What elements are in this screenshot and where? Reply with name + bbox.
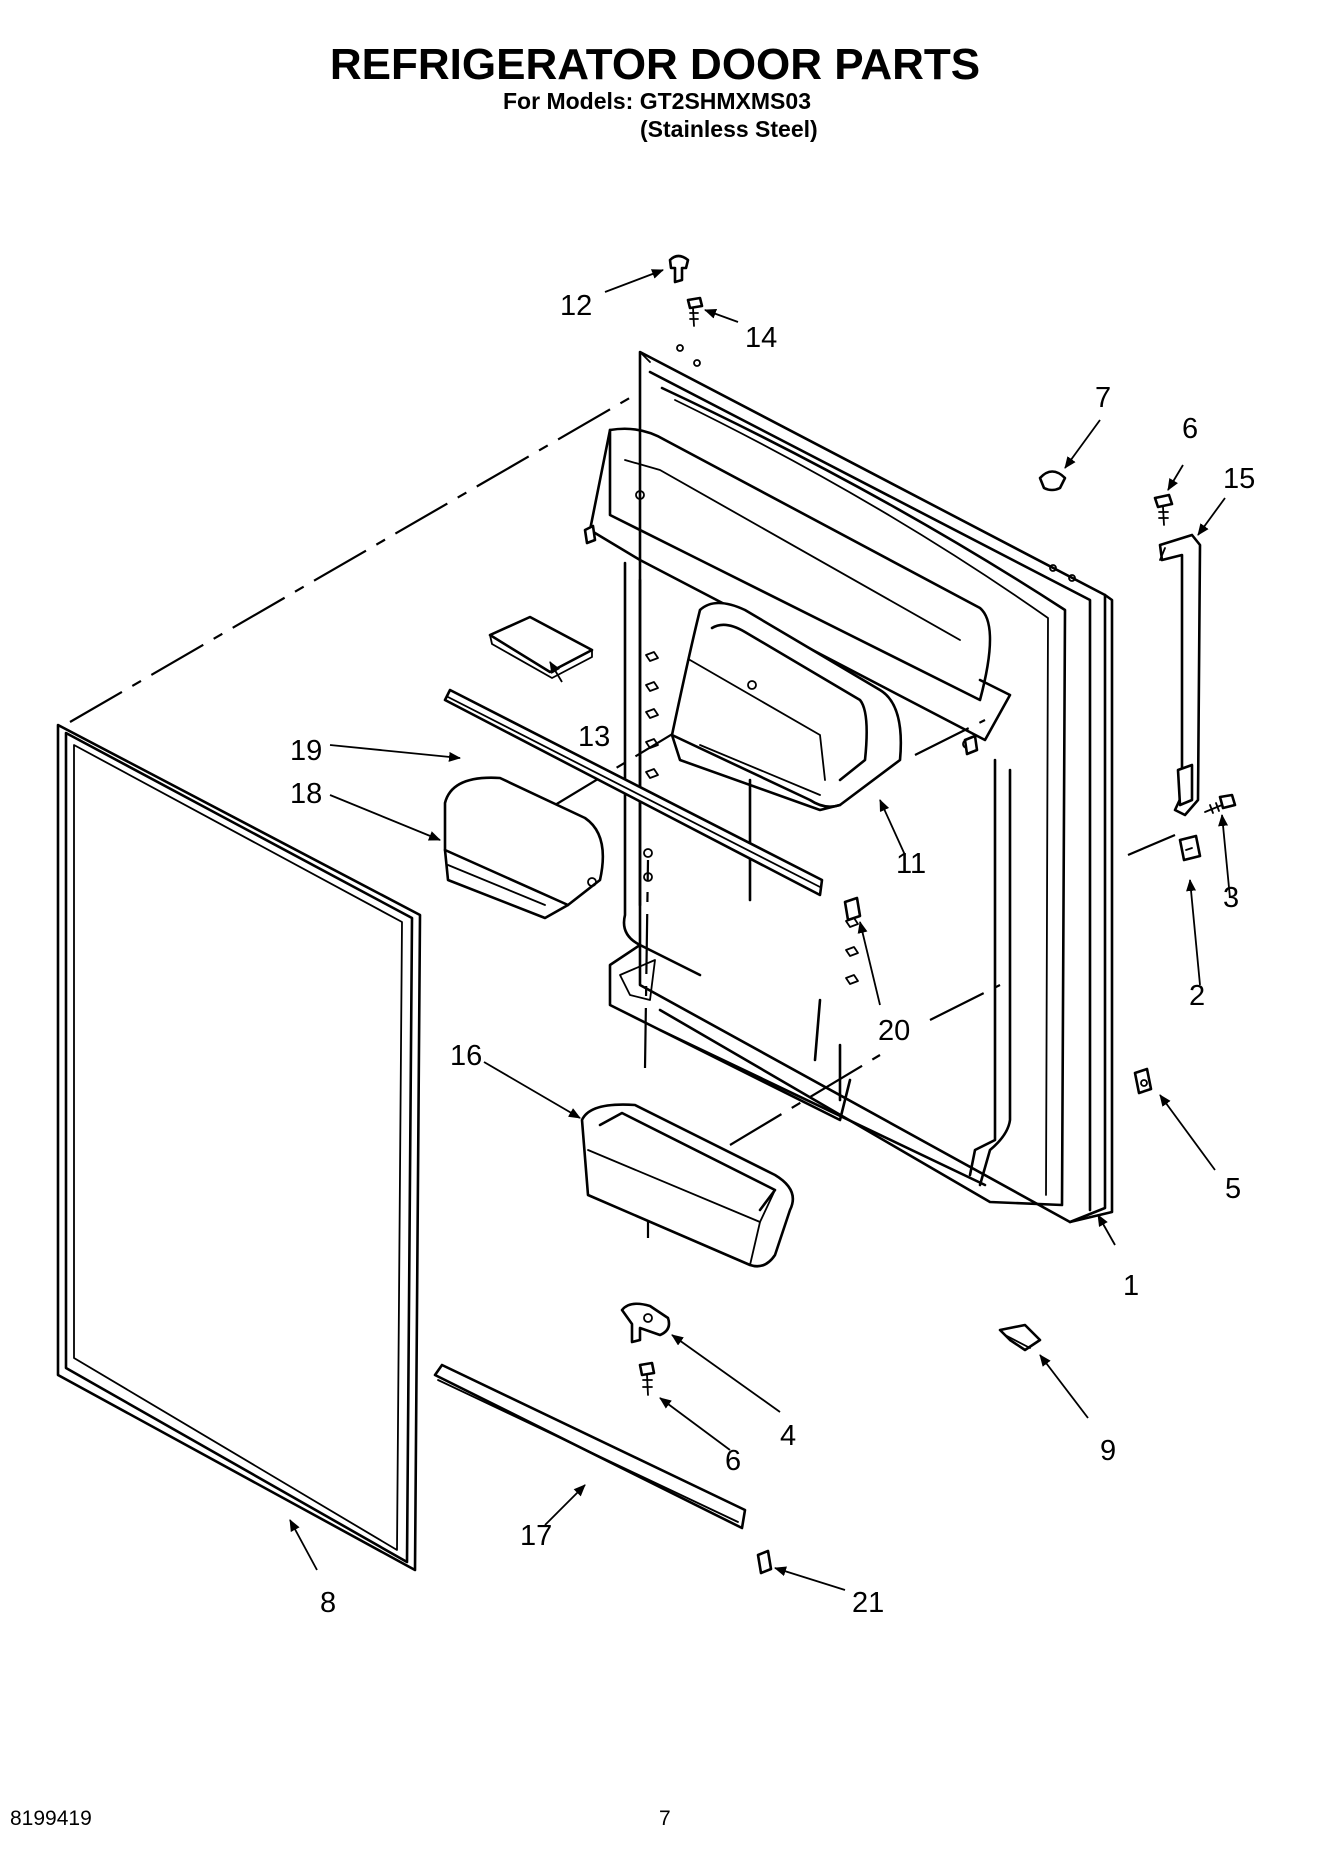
callout-18: 18 — [290, 778, 322, 810]
leader-arrows — [289, 269, 1231, 1591]
callout-1: 1 — [1123, 1270, 1139, 1302]
callout-8: 8 — [320, 1587, 336, 1619]
page-number: 7 — [659, 1807, 671, 1830]
bottom-trim-strip — [433, 1363, 747, 1530]
callout-21: 21 — [852, 1587, 884, 1619]
callout-4: 4 — [780, 1420, 796, 1452]
callout-7: 7 — [1095, 382, 1111, 414]
door-gasket — [56, 723, 422, 1572]
callout-3: 3 — [1223, 882, 1239, 914]
callout-labels: 12 14 7 6 15 13 19 18 11 3 2 20 16 5 1 4… — [290, 290, 1255, 1619]
callout-11: 11 — [896, 848, 926, 880]
callout-16: 16 — [450, 1040, 482, 1072]
models-line: For Models: GT2SHMXMS03 — [503, 88, 811, 114]
door-handle — [1158, 533, 1202, 817]
callout-19: 19 — [290, 735, 322, 767]
bottom-door-bin — [580, 1103, 795, 1268]
door-rail — [443, 688, 824, 897]
callout-12: 12 — [560, 290, 592, 322]
dairy-bin — [670, 601, 903, 812]
callout-20: 20 — [878, 1015, 910, 1047]
page-title: REFRIGERATOR DOOR PARTS — [329, 40, 981, 89]
document-number: 8199419 — [10, 1807, 92, 1830]
small-door-bin — [443, 776, 605, 920]
finish-line: (Stainless Steel) — [640, 116, 818, 142]
shelf-pad — [488, 615, 594, 679]
callout-13: 13 — [578, 721, 610, 753]
callout-17: 17 — [520, 1520, 552, 1552]
callout-2: 2 — [1189, 980, 1205, 1012]
callout-6-top: 6 — [1182, 413, 1198, 445]
callout-9: 9 — [1100, 1435, 1116, 1467]
hardware — [620, 254, 1237, 1575]
callout-5: 5 — [1225, 1173, 1241, 1205]
callout-6-bottom: 6 — [725, 1445, 741, 1477]
callout-14: 14 — [745, 322, 777, 354]
callout-15: 15 — [1223, 463, 1255, 495]
